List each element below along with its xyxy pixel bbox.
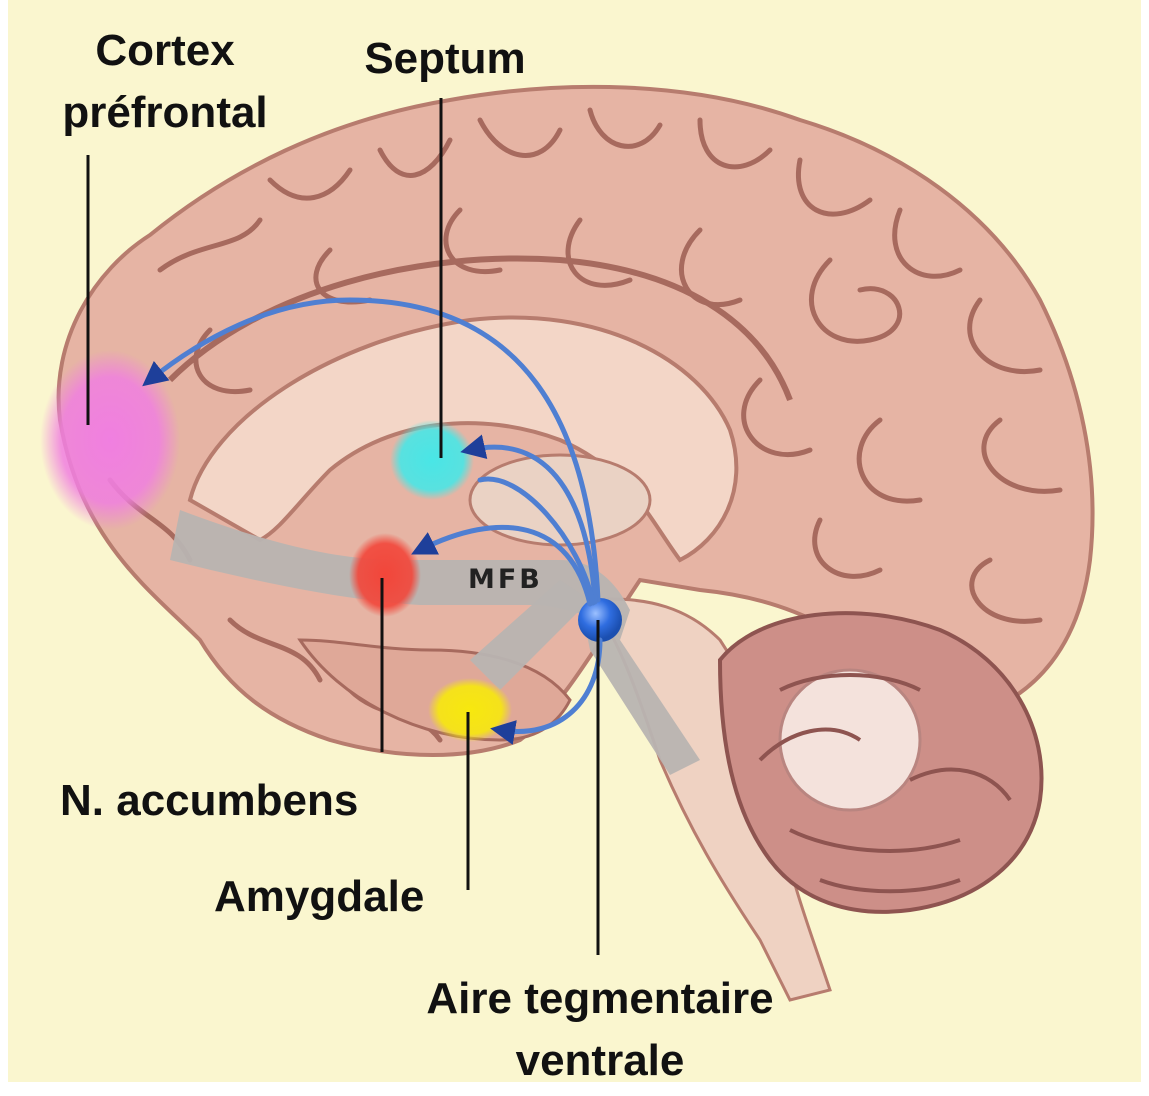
label-vta-line1: Aire tegmentaire (400, 968, 800, 1030)
cerebellum-core (780, 670, 920, 810)
background-edge-strip (1141, 0, 1149, 1096)
label-amygdala: Amygdale (214, 866, 444, 928)
vta-region (578, 598, 622, 642)
label-vta: Aire tegmentaire ventrale (400, 968, 800, 1092)
label-prefrontal-cortex-line1: Cortex (52, 20, 278, 82)
mfb-label: MFB (468, 564, 543, 595)
nucleus-accumbens-region (349, 533, 421, 617)
label-prefrontal-cortex-line2: préfrontal (52, 82, 278, 144)
label-vta-line2: ventrale (400, 1030, 800, 1092)
label-prefrontal-cortex: Cortex préfrontal (52, 20, 278, 144)
label-septum: Septum (355, 28, 535, 90)
septum-region (390, 420, 474, 500)
prefrontal-cortex-region (40, 350, 180, 530)
label-nucleus-accumbens: N. accumbens (60, 770, 380, 832)
